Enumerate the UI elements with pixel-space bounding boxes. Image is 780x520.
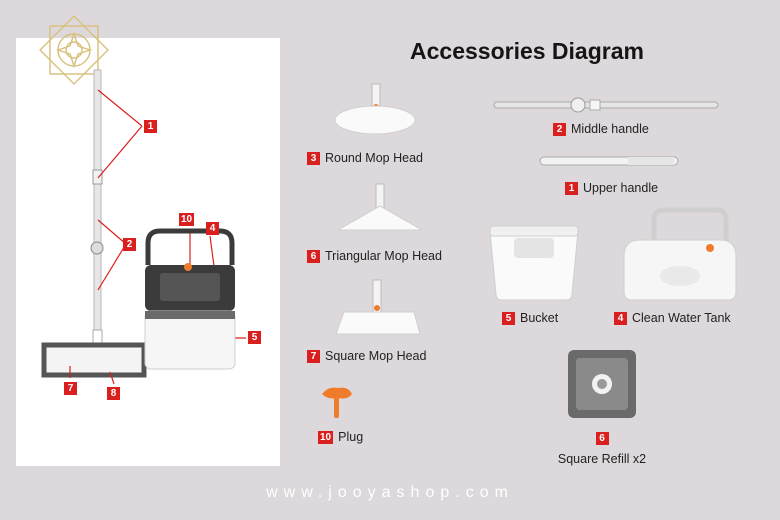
square-refill-label: 6 Square Refill x2 bbox=[557, 432, 647, 466]
callout-badge: 5 bbox=[248, 331, 261, 344]
logo-emblem-icon bbox=[39, 15, 109, 85]
footer-website: www.jooyashop.com bbox=[266, 484, 514, 501]
callout-badge: 10 bbox=[179, 213, 195, 226]
callout-badge: 7 bbox=[64, 382, 77, 395]
triangular-mop-head-image bbox=[336, 183, 424, 231]
assembled-bucket-illustration bbox=[144, 228, 236, 370]
callout-badge: 2 bbox=[123, 238, 136, 251]
upper-handle-image bbox=[539, 156, 679, 166]
square-mop-head-image bbox=[335, 279, 421, 335]
bucket-image bbox=[489, 225, 579, 301]
callout-badge: 1 bbox=[144, 120, 157, 133]
clean-water-tank-image bbox=[623, 207, 737, 301]
page-title: Accessories Diagram bbox=[410, 38, 644, 64]
square-refill-image bbox=[568, 350, 636, 418]
plug-image bbox=[322, 387, 352, 418]
round-mop-head-image bbox=[334, 83, 416, 135]
callout-badge: 8 bbox=[107, 387, 120, 400]
callout-badge: 4 bbox=[206, 222, 219, 235]
middle-handle-image bbox=[493, 97, 719, 113]
logo-subtitle: Online Store bbox=[20, 121, 103, 133]
logo-name: JOOYA bbox=[18, 97, 115, 121]
assembled-mop-illustration bbox=[41, 69, 246, 385]
